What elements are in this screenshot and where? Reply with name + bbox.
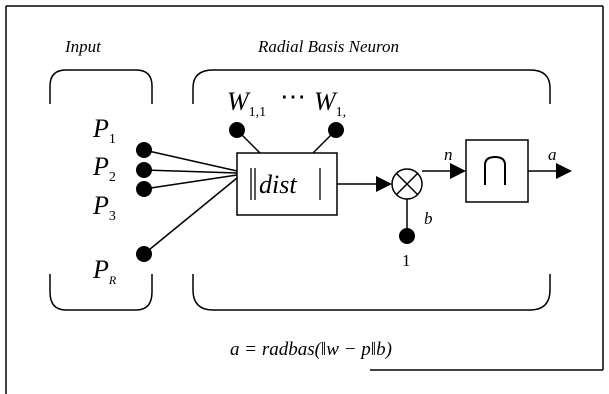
input-pr: PR [92,255,117,287]
bias-dot [399,228,415,244]
input-dot-3 [136,181,152,197]
multiply-icon [395,172,419,196]
outer-frame [5,5,604,394]
bias-label: b [424,209,433,228]
formula: a = radbas(‖w − p‖b) [230,339,392,360]
input-bracket [49,69,153,311]
input-dot-2 [136,162,152,178]
input-p1: P1 [92,114,116,147]
weight-ellipsis: ⋯ [280,82,306,111]
neuron-bracket [192,69,551,311]
weight-dot-left [229,122,245,138]
input-line-r [143,177,238,255]
input-connections [143,149,238,255]
output-label: a [548,145,557,164]
bias-value: 1 [402,251,411,270]
radbas-curve-icon [484,155,506,185]
input-p2: P2 [92,152,116,185]
dist-norm-bars [250,168,321,200]
weight-connectors [236,129,337,154]
input-p3: P3 [92,191,116,224]
input-line-3 [143,174,238,190]
net-label: n [444,145,453,164]
weight-first-label: W1,1 [227,87,266,120]
radbas-transfer-box [465,139,529,203]
weight-dot-right [328,122,344,138]
input-dot-r [136,246,152,262]
input-dot-1 [136,142,152,158]
neuron-label: Radial Basis Neuron [257,37,399,56]
weight-last-label: W1, [314,87,346,120]
arrowhead-output [556,163,572,179]
input-line-2 [143,169,238,174]
input-label: Input [64,37,102,56]
arrowhead-dist [376,176,392,192]
dist-text: dist [259,170,297,199]
input-line-1 [143,149,238,172]
arrowhead-net [450,163,466,179]
